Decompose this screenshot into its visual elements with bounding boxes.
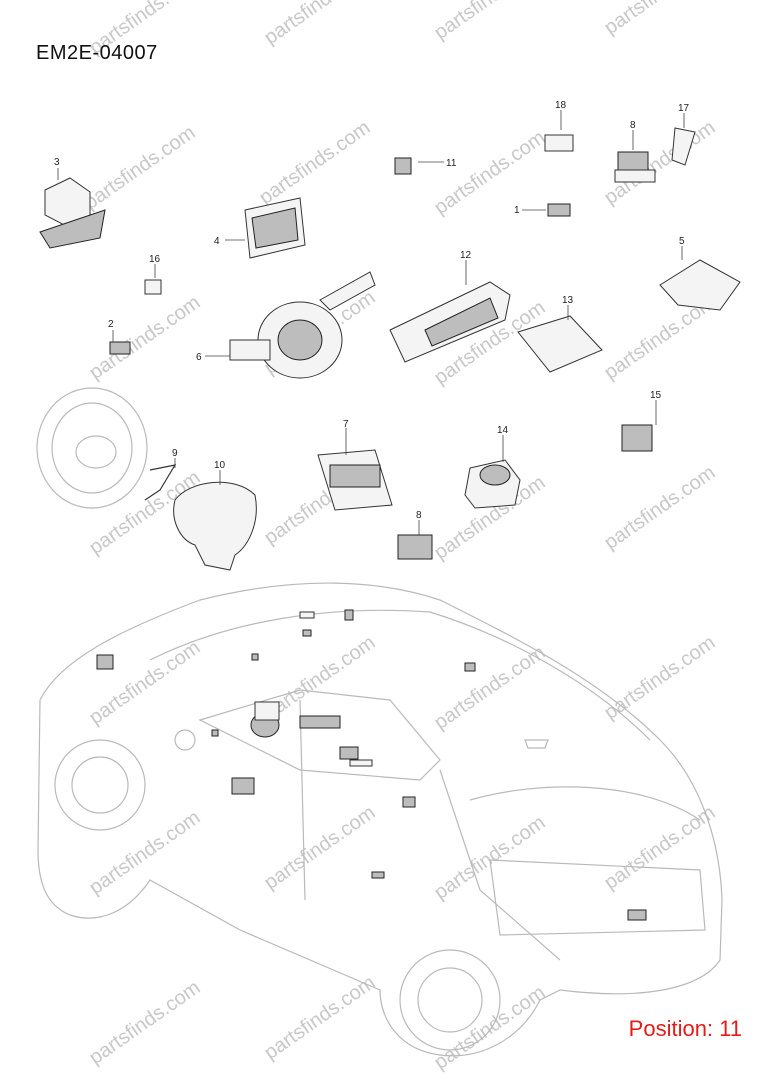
watermark: partsfinds.com <box>255 116 374 209</box>
watermark: partsfinds.com <box>85 976 204 1069</box>
callout-13: 13 <box>562 295 574 306</box>
callout-18: 18 <box>555 100 567 111</box>
callout-15: 15 <box>650 390 662 401</box>
part-4-display <box>244 197 306 259</box>
callout-3: 3 <box>54 157 60 168</box>
part-3-horn <box>39 177 106 249</box>
callout-4: 4 <box>214 236 220 247</box>
part-11-sensor <box>394 157 412 175</box>
watermark: partsfinds.com <box>600 631 719 724</box>
watermark: partsfinds.com <box>85 636 204 729</box>
callout-9: 9 <box>172 448 178 459</box>
part-5-lamp <box>659 259 741 311</box>
watermark: partsfinds.com <box>260 801 379 894</box>
callout-12: 12 <box>460 250 472 261</box>
callout-5: 5 <box>679 236 685 247</box>
part-17-sensor <box>671 127 696 166</box>
callout-2: 2 <box>108 319 114 330</box>
watermark: partsfinds.com <box>430 126 549 219</box>
watermark: partsfinds.com <box>600 461 719 554</box>
part-7-control-panel <box>317 449 393 511</box>
callout-8-top: 8 <box>630 120 636 131</box>
watermark: partsfinds.com <box>430 641 549 734</box>
vehicle-outline <box>37 582 723 1057</box>
callout-10: 10 <box>214 460 226 471</box>
part-18-switch <box>544 134 574 152</box>
diagram-code: EM2E-04007 <box>36 42 158 64</box>
part-9-harness <box>144 464 177 501</box>
callout-6: 6 <box>196 352 202 363</box>
installed-parts <box>96 609 647 921</box>
callout-11: 11 <box>446 158 457 169</box>
part-8-switch-top <box>614 151 656 183</box>
callout-16: 16 <box>149 254 161 265</box>
part-1-clip <box>547 203 571 217</box>
part-13-module <box>517 315 603 373</box>
watermark: partsfinds.com <box>430 811 549 904</box>
watermark: partsfinds.com <box>260 0 379 49</box>
watermark: partsfinds.com <box>260 971 379 1064</box>
part-15-switch <box>621 424 653 452</box>
steering-wheel <box>36 387 148 509</box>
leader-lines <box>57 110 685 535</box>
part-6-combination-switch <box>229 271 376 379</box>
callout-17: 17 <box>678 103 690 114</box>
callout-7: 7 <box>343 419 349 430</box>
watermark: partsfinds.com <box>430 0 549 44</box>
part-12-climate-panel <box>389 281 511 363</box>
part-10-switch-panel <box>173 481 257 571</box>
watermark: partsfinds.com <box>600 801 719 894</box>
position-label: Position: 11 <box>628 1016 742 1041</box>
part-16-switch <box>144 279 162 295</box>
part-8-switch-bottom <box>397 534 433 560</box>
callout-1: 1 <box>514 205 520 216</box>
watermark: partsfinds.com <box>85 291 204 384</box>
part-14-knob <box>464 459 521 509</box>
watermark: partsfinds.com <box>85 806 204 899</box>
callout-8-bottom: 8 <box>416 510 422 521</box>
watermark: partsfinds.com <box>600 0 719 39</box>
watermark: partsfinds.com <box>80 121 199 214</box>
callout-14: 14 <box>497 425 509 436</box>
part-2-switch <box>109 341 131 355</box>
watermark: partsfinds.com <box>430 981 549 1074</box>
callout-labels: 1 2 3 4 5 6 7 8 8 9 10 11 12 13 14 15 16… <box>54 100 690 521</box>
